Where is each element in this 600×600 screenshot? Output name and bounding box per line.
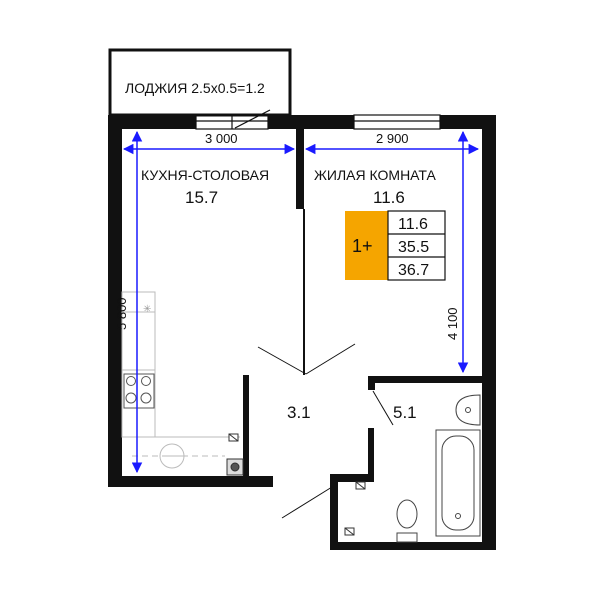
wall-corridor-left [243, 375, 249, 487]
wall-right [482, 115, 496, 550]
badge-type: 1+ [352, 236, 373, 256]
wall-top-kitchen-left [108, 115, 196, 129]
bathtub [435, 429, 481, 537]
utility-boxes [226, 433, 366, 536]
walls [108, 115, 496, 550]
kitchen-area: 15.7 [185, 188, 218, 207]
badge-living-area: 11.6 [398, 216, 428, 233]
wall-bath-door-side [368, 428, 374, 482]
windows [195, 109, 441, 130]
door-swings [257, 343, 394, 519]
washer-drum [159, 443, 185, 469]
dim-living-width-label: 2 900 [376, 131, 409, 146]
door-swing-entrance [281, 486, 333, 519]
dim-living-depth-label: 4 100 [445, 307, 460, 340]
badge-type-box [345, 211, 388, 280]
stove-body [123, 373, 155, 409]
boiler-dot [230, 462, 240, 472]
wall-left [108, 115, 122, 487]
loggia-label: ЛОДЖИЯ 2.5x0.5=1.2 [125, 80, 265, 96]
burner-1 [126, 376, 136, 386]
dim-kitchen-depth-label: 5 800 [114, 297, 129, 330]
toilet-bowl [396, 499, 418, 529]
door-swing-kitchen [257, 346, 307, 375]
burner-3 [125, 392, 137, 404]
wall-bath-top-stub [368, 376, 375, 390]
wall-bath-left [330, 476, 338, 550]
door-swing-bath [372, 390, 394, 426]
bathtub-inner [441, 435, 475, 531]
dim-kitchen-width-label: 3 000 [205, 131, 238, 146]
burner-2 [141, 376, 151, 386]
window-living [353, 114, 441, 130]
loggia: ЛОДЖИЯ 2.5x0.5=1.2 [108, 48, 292, 117]
meter-box-bath-2-x [344, 527, 355, 536]
dimension-lines [122, 130, 480, 474]
balcony-door-swing [234, 109, 271, 129]
meter-box-bath-1-x [355, 481, 366, 490]
summary-badge: 1+ 11.6 35.5 36.7 [345, 210, 446, 281]
badge-area-with-loggia: 36.7 [398, 262, 429, 279]
wall-bath-top [368, 376, 496, 383]
meter-box-kitchen-x [228, 433, 239, 442]
wall-bottom-bath [330, 542, 496, 550]
toilet-tank [396, 532, 418, 543]
kitchen-name: КУХНЯ-СТОЛОВАЯ [141, 167, 269, 183]
badge-values-box [387, 210, 446, 281]
hall-area: 3.1 [287, 403, 311, 422]
washbasin-drain [465, 407, 471, 413]
kitchen-fixtures: ✳ [121, 291, 240, 469]
bathroom-area: 5.1 [393, 403, 417, 422]
bathtub-drain [455, 513, 461, 519]
burner-4 [140, 392, 152, 404]
sink-icon: ✳ [143, 304, 151, 315]
wall-partition-upper [296, 129, 304, 209]
living-area: 11.6 [373, 188, 405, 207]
door-swing-living [305, 343, 356, 375]
wall-bottom-kitchen [108, 476, 273, 487]
living-name: ЖИЛАЯ КОМНАТА [314, 167, 437, 183]
bathroom-fixtures [396, 394, 481, 543]
badge-total-area: 35.5 [398, 239, 429, 256]
washbasin [455, 394, 481, 426]
wall-top-living-left [296, 115, 354, 129]
stove [123, 373, 155, 409]
wall-bath-corner [330, 474, 374, 482]
